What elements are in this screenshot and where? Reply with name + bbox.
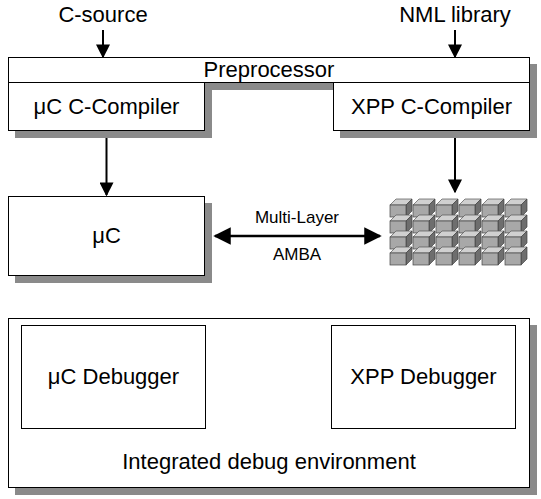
xpp-array-symbol: [390, 199, 527, 265]
processor-box: μC: [8, 196, 205, 276]
node-label: μC Debugger: [27, 364, 200, 390]
flow-arrow: [106, 131, 108, 195]
bus-label: Multi-Layer: [253, 207, 341, 229]
compiler-box: μC C-Compiler: [8, 82, 205, 131]
node-label: Integrated debug environment: [14, 449, 524, 475]
input-label: NML library: [397, 4, 513, 26]
debug-environment-box: Integrated debug environment μC Debugger X…: [8, 318, 530, 488]
bus-arrow: [215, 235, 380, 238]
debugger-box: XPP Debugger: [331, 325, 516, 429]
input-arrow: [102, 30, 104, 57]
input-label: C-source: [56, 4, 149, 26]
bus-label: AMBA: [271, 244, 323, 266]
node-label: Preprocessor: [14, 57, 524, 83]
node-label: μC: [14, 223, 199, 249]
node-label: XPP Debugger: [337, 364, 510, 390]
debugger-box: μC Debugger: [21, 325, 206, 429]
node-label: μC C-Compiler: [14, 94, 199, 120]
node-label: XPP C-Compiler: [339, 94, 524, 120]
input-arrow: [454, 30, 456, 57]
compile-arrow: [454, 131, 456, 192]
preprocessor-band: Preprocessor: [8, 57, 530, 83]
compiler-box: XPP C-Compiler: [333, 82, 530, 131]
